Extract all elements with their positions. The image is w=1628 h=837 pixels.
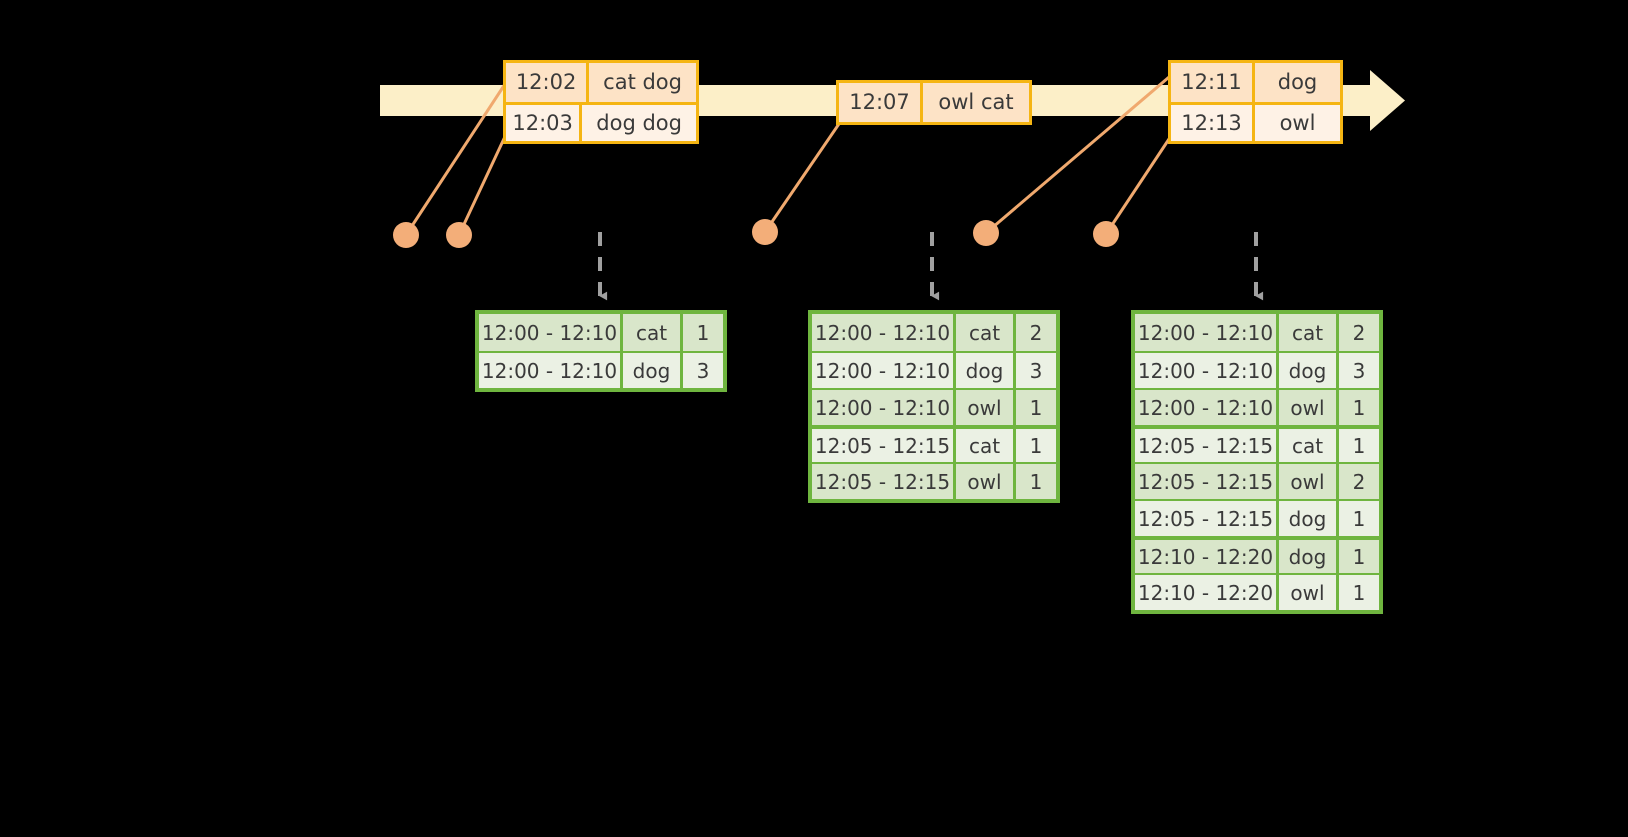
word-cell: cat — [1279, 429, 1339, 462]
window-cell: 12:05 - 12:15 — [1135, 429, 1279, 462]
event-time: 12:07 — [839, 83, 923, 122]
count-cell: 1 — [1352, 506, 1366, 531]
window-cell: 12:10 - 12:20 — [1135, 575, 1279, 610]
event-box-group-2: 12:07 owl cat — [836, 80, 1032, 125]
leader-line-1203 — [457, 127, 511, 236]
event-time: 12:02 — [506, 63, 590, 102]
event-time: 12:11 — [1171, 63, 1255, 102]
event-payload: owl cat — [938, 90, 1014, 114]
word-cell: cat — [956, 429, 1016, 462]
count-cell: 3 — [696, 358, 710, 383]
timeline-arrowhead — [1370, 70, 1405, 131]
window-cell: 12:00 - 12:10 — [812, 390, 956, 425]
word-cell: cat — [956, 314, 1016, 351]
count-cell: 1 — [1029, 395, 1043, 420]
count-cell: 1 — [1029, 469, 1043, 494]
leader-line-1213 — [1104, 129, 1177, 235]
count-cell: 3 — [1352, 358, 1366, 383]
count-cell: 1 — [1352, 433, 1366, 458]
word-cell: dog — [1279, 540, 1339, 573]
event-marker-1213 — [1093, 221, 1119, 247]
word-cell: cat — [623, 314, 683, 351]
event-marker-1207 — [752, 219, 778, 245]
word-cell: owl — [956, 464, 1016, 499]
word-cell: dog — [1279, 501, 1339, 536]
count-cell: 1 — [1352, 580, 1366, 605]
event-dots — [393, 219, 1119, 248]
event-time: 12:13 — [1171, 105, 1255, 141]
word-cell: owl — [956, 390, 1016, 425]
window-cell: 12:05 - 12:15 — [812, 464, 956, 499]
word-cell: owl — [1279, 390, 1339, 425]
event-payload: dog — [1277, 70, 1318, 94]
window-cell: 12:10 - 12:20 — [1135, 540, 1279, 573]
word-cell: dog — [623, 353, 683, 388]
count-cell: 3 — [1029, 358, 1043, 383]
window-cell: 12:00 - 12:10 — [479, 353, 623, 388]
window-cell: 12:00 - 12:10 — [1135, 390, 1279, 425]
event-payload: cat dog — [603, 70, 682, 94]
event-row: 12:13 owl — [1171, 102, 1340, 141]
leader-line-1202 — [404, 77, 511, 236]
word-cell: owl — [1279, 575, 1339, 610]
emit-arrows — [598, 232, 1264, 301]
event-time: 12:03 — [506, 105, 583, 141]
count-cell: 2 — [1029, 320, 1043, 345]
event-row: 12:11 dog — [1171, 63, 1340, 102]
event-payload: dog dog — [596, 110, 682, 135]
count-cell: 1 — [696, 320, 710, 345]
event-box-group-1: 12:02 cat dog 12:03 dog dog — [503, 60, 699, 144]
event-payload: owl — [1279, 110, 1316, 135]
count-cell: 2 — [1352, 320, 1366, 345]
event-row: 12:07 owl cat — [839, 83, 1029, 122]
window-cell: 12:00 - 12:10 — [812, 314, 956, 351]
event-marker-1211 — [973, 220, 999, 246]
word-cell: cat — [1279, 314, 1339, 351]
window-cell: 12:00 - 12:10 — [479, 314, 623, 351]
leader-line-1207 — [763, 117, 845, 233]
event-box-group-3: 12:11 dog 12:13 owl — [1168, 60, 1343, 144]
count-cell: 1 — [1029, 433, 1043, 458]
count-cell: 1 — [1352, 544, 1366, 569]
event-marker-1202 — [393, 222, 419, 248]
event-row: 12:03 dog dog — [506, 102, 696, 141]
event-row: 12:02 cat dog — [506, 63, 696, 102]
event-marker-1203 — [446, 222, 472, 248]
count-cell: 2 — [1352, 469, 1366, 494]
count-cell: 1 — [1352, 395, 1366, 420]
window-cell: 12:05 - 12:15 — [1135, 464, 1279, 499]
window-cell: 12:00 - 12:10 — [1135, 314, 1279, 351]
window-cell: 12:00 - 12:10 — [812, 353, 956, 388]
window-cell: 12:05 - 12:15 — [1135, 501, 1279, 536]
window-cell: 12:05 - 12:15 — [812, 429, 956, 462]
word-cell: dog — [956, 353, 1016, 388]
window-cell: 12:00 - 12:10 — [1135, 353, 1279, 388]
word-cell: dog — [1279, 353, 1339, 388]
word-cell: owl — [1279, 464, 1339, 499]
